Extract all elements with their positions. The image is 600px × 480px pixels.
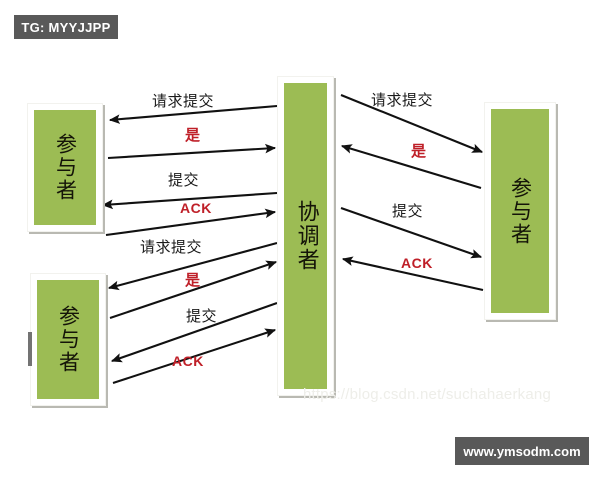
node-fill: 参与者 [37, 280, 99, 399]
node-fill: 协调者 [284, 83, 327, 389]
node-label: 参与者 [53, 133, 78, 202]
arrow-r-commit [340, 207, 483, 259]
arrow-r-ack [341, 256, 484, 292]
node-label: 参与者 [56, 305, 81, 374]
node-participant-top-left[interactable]: 参与者 [27, 103, 103, 232]
tg-tag-badge: TG: MYYJJPP [14, 15, 118, 39]
node-coordinator[interactable]: 协调者 [277, 76, 334, 396]
label-bl-request-commit: 请求提交 [140, 238, 203, 256]
arrow-bl-yes [109, 260, 278, 319]
arrow-tl-commit [101, 191, 278, 210]
node-participant-bottom-left[interactable]: 参与者 [30, 273, 106, 406]
arrow-r-yes [340, 144, 482, 190]
arrow-bl-ack [112, 328, 277, 384]
label-r-request-commit: 请求提交 [371, 91, 434, 109]
label-bl-ack: ACK [172, 353, 204, 369]
node-label: 协调者 [293, 200, 319, 272]
arrow-tl-request-commit [108, 104, 278, 124]
selection-handle-artifact[interactable] [28, 332, 32, 366]
site-url-badge: www.ymsodm.com [455, 437, 589, 465]
arrow-bl-commit [110, 302, 278, 363]
label-tl-ack: ACK [180, 200, 212, 216]
node-label: 参与者 [508, 176, 533, 246]
arrow-bl-request-commit [107, 241, 278, 291]
label-bl-commit: 提交 [186, 307, 218, 325]
label-r-yes: 是 [411, 142, 427, 160]
node-fill: 参与者 [34, 110, 96, 225]
arrow-tl-ack [105, 208, 277, 237]
label-r-ack: ACK [401, 255, 433, 271]
arrow-tl-yes [107, 143, 277, 160]
label-tl-yes: 是 [185, 126, 201, 144]
label-bl-yes: 是 [185, 271, 201, 289]
label-tl-commit: 提交 [168, 171, 200, 189]
arrow-r-request-commit [340, 94, 484, 153]
node-fill: 参与者 [491, 109, 549, 313]
label-tl-request-commit: 请求提交 [152, 92, 215, 110]
label-r-commit: 提交 [392, 202, 424, 220]
node-participant-right[interactable]: 参与者 [484, 102, 556, 320]
